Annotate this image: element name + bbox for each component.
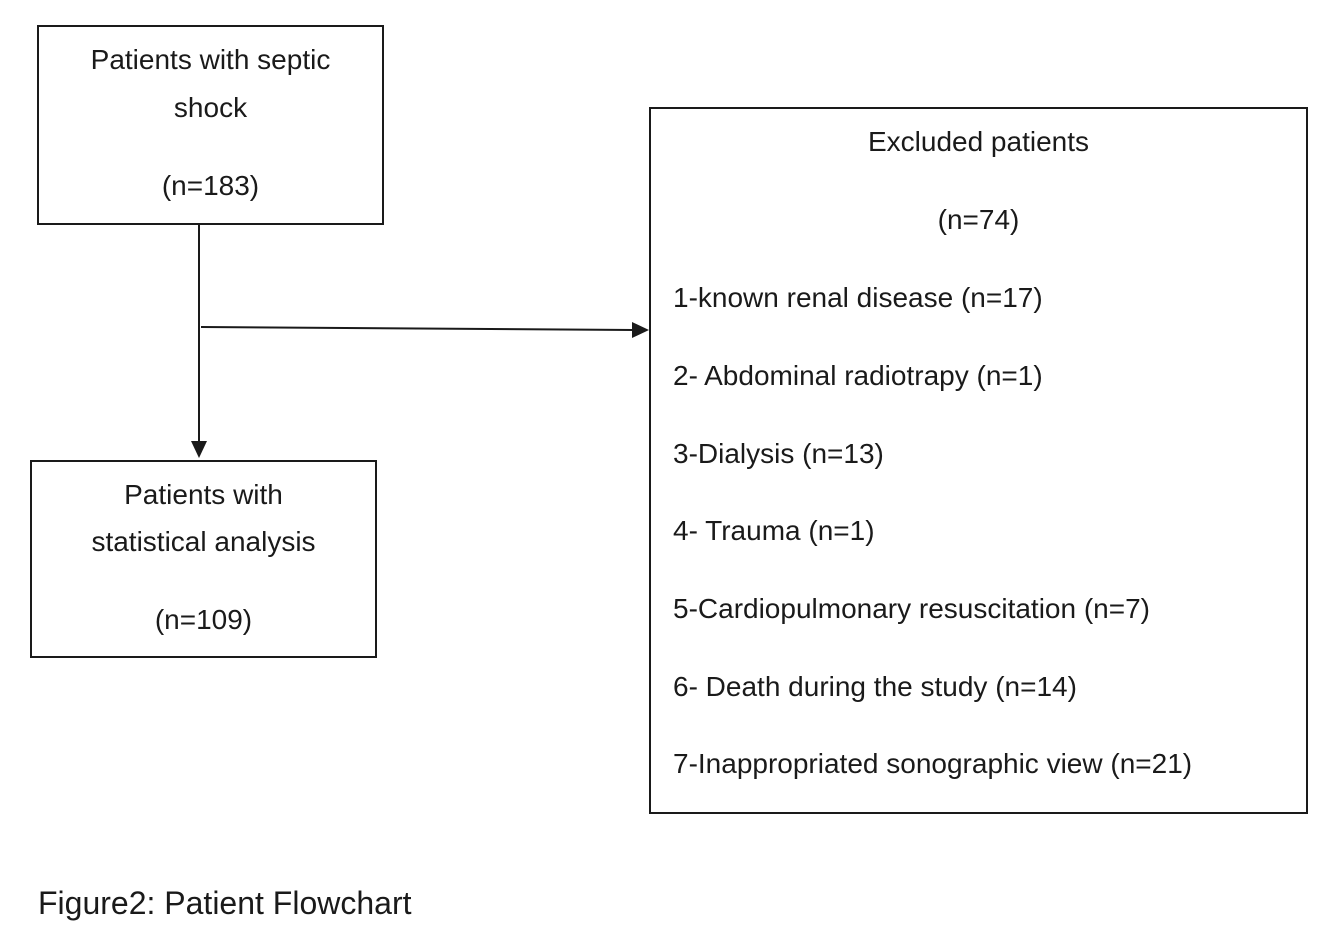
arrowhead-right (632, 322, 649, 338)
figure-caption: Figure2: Patient Flowchart (38, 885, 412, 921)
arrowhead-down (191, 441, 207, 458)
analysis-line-1: Patients with (124, 479, 283, 510)
arrow-to-excluded (200, 326, 635, 331)
exclusion-reason: 6- Death during the study (n=14) (673, 671, 1077, 702)
exclusion-reason: 5-Cardiopulmonary resuscitation (n=7) (673, 593, 1150, 624)
start-line-1: Patients with septic (90, 44, 331, 75)
exclusion-reason: 7-Inappropriated sonographic view (n=21) (673, 748, 1193, 779)
statistical-analysis-box: Patients with statistical analysis (n=10… (30, 460, 377, 658)
start-line-2: shock (173, 92, 248, 123)
exclusion-reason: 1-known renal disease (n=17) (673, 282, 1043, 313)
excluded-title: Excluded patients (867, 126, 1090, 157)
excluded-count: (n=74) (937, 204, 1020, 235)
excluded-patients-box: Excluded patients (n=74) 1-known renal d… (649, 107, 1308, 814)
analysis-line-2: statistical analysis (91, 526, 316, 557)
exclusion-reason: 2- Abdominal radiotrapy (n=1) (673, 360, 1043, 391)
exclusion-reason: 4- Trauma (n=1) (673, 515, 875, 546)
septic-shock-patients-box: Patients with septic shock (n=183) (37, 25, 384, 225)
analysis-count: (n=109) (154, 604, 253, 635)
start-count: (n=183) (161, 170, 260, 201)
exclusion-reason: 3-Dialysis (n=13) (673, 438, 884, 469)
